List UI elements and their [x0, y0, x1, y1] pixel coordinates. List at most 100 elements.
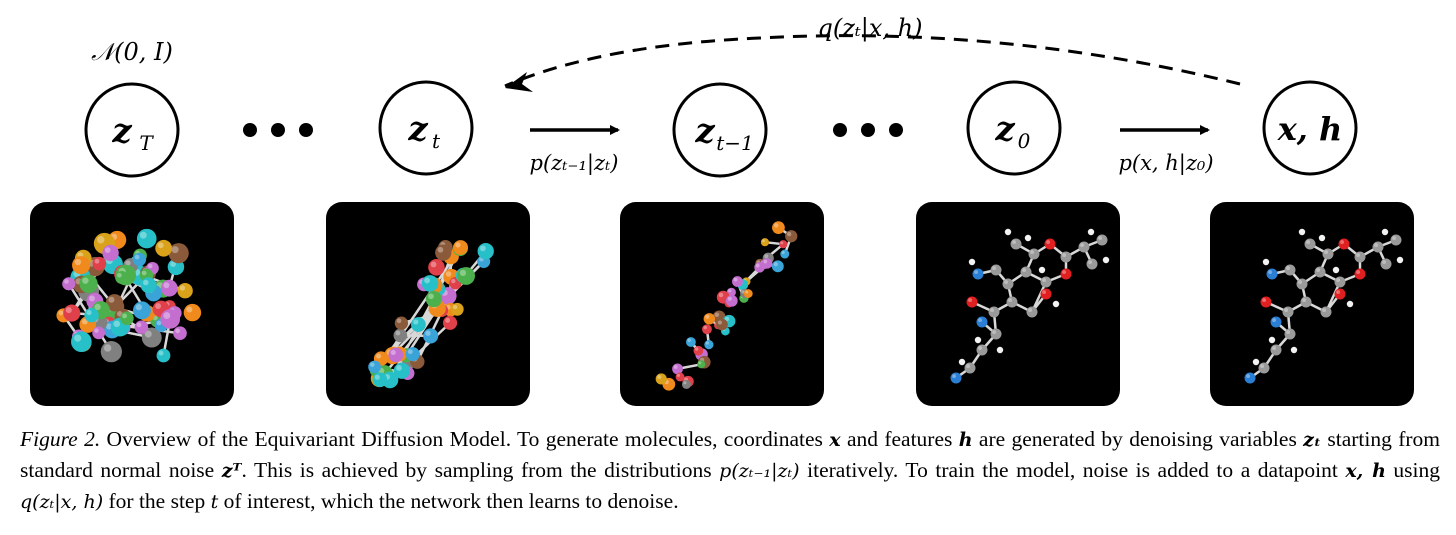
atom-highlight	[717, 320, 722, 325]
atom-highlight	[1004, 280, 1008, 284]
noisy-atom	[393, 328, 408, 343]
hydrogen-atom	[1298, 228, 1306, 236]
atom-highlight	[978, 346, 982, 350]
atom-highlight	[1042, 278, 1046, 282]
hydrogen-atom	[996, 346, 1004, 354]
noisy-atom	[156, 348, 171, 363]
molecule-panel-zt-minus-1	[620, 202, 824, 406]
atom-highlight	[763, 259, 768, 264]
carbon-atom	[964, 362, 976, 374]
atom-highlight	[975, 337, 978, 340]
atom-highlight	[1088, 260, 1092, 264]
atom-highlight	[81, 318, 88, 325]
atom-highlight	[156, 320, 162, 326]
carbon-atom	[1258, 362, 1270, 374]
noisy-atom	[84, 307, 99, 323]
atom-highlight	[407, 349, 413, 355]
carbon-atom	[1020, 266, 1032, 278]
atom-highlight	[1382, 260, 1386, 264]
node-z0-subscript: 0	[1018, 129, 1031, 153]
atom-highlight	[781, 250, 785, 255]
noisy-atom	[411, 317, 426, 332]
atom-highlight	[94, 303, 101, 311]
ellipsis-dots-2	[833, 123, 903, 137]
noisy-atom	[132, 301, 151, 320]
caption-text: and features	[840, 427, 959, 451]
noisy-atom	[115, 271, 129, 285]
atom-highlight	[413, 319, 419, 325]
noisy-atom	[100, 341, 122, 363]
noisy-atom	[681, 379, 691, 389]
atom-highlight	[773, 262, 778, 267]
noisy-atom	[702, 324, 712, 335]
caption-text: Overview of the Equivariant Diffusion Mo…	[100, 427, 830, 451]
atom-highlight	[780, 241, 784, 245]
nitrogen-atom	[950, 372, 962, 384]
atom-highlight	[1291, 347, 1294, 350]
prior-label: 𝒩(0, I)	[91, 38, 173, 66]
atom-highlight	[687, 338, 691, 343]
atom-highlight	[1306, 240, 1310, 244]
noisy-atom	[675, 372, 685, 382]
noisy-atom	[177, 283, 193, 299]
atom-highlight	[105, 323, 113, 330]
atom-highlight	[762, 239, 765, 243]
caption-text: are generated by denoising variables	[972, 427, 1304, 451]
node-z0-label: z	[994, 109, 1015, 149]
carbon-atom	[1284, 328, 1296, 340]
carbon-atom	[1096, 234, 1108, 246]
hydrogen-atom	[1252, 358, 1260, 366]
forward-process-label: q(zₜ|x, h)	[818, 14, 923, 43]
atom-highlight	[94, 328, 99, 333]
atom-highlight	[134, 254, 140, 260]
figure-caption: Figure 2. Overview of the Equivariant Di…	[20, 424, 1440, 517]
carbon-atom	[990, 264, 1002, 276]
carbon-atom	[1354, 251, 1366, 263]
noisy-atom	[132, 252, 147, 267]
noisy-atom	[79, 274, 98, 293]
atom-highlight	[452, 304, 458, 310]
ellipsis-dots-1	[243, 123, 313, 137]
atom-highlight	[705, 314, 710, 319]
figure-label: Figure 2.	[20, 427, 101, 451]
noisy-atom	[62, 277, 76, 291]
atom-highlight	[1316, 268, 1320, 272]
atom-highlight	[1284, 308, 1288, 312]
caption-math-x: x	[829, 429, 841, 451]
atom-highlight	[163, 282, 170, 289]
carbon-atom	[1060, 251, 1072, 263]
noisy-atom	[743, 289, 753, 298]
atom-highlight	[974, 270, 978, 274]
carbon-atom	[1390, 234, 1402, 246]
caption-math-pdist: p(zₜ₋₁|zₜ)	[719, 460, 800, 482]
atom-highlight	[158, 350, 164, 356]
atom-highlight	[966, 364, 970, 368]
carbon-atom	[1334, 276, 1346, 288]
node-zt-label: z	[407, 109, 428, 149]
noisy-atom	[693, 345, 704, 356]
hydrogen-atom	[1004, 228, 1012, 236]
noisy-atom	[703, 313, 716, 325]
carbon-atom	[1086, 258, 1098, 270]
caption-math-xh: x, h	[1345, 460, 1386, 482]
atom-highlight	[1025, 235, 1028, 238]
atom-highlight	[1286, 330, 1290, 334]
atom-highlight	[171, 246, 179, 254]
noisy-atom	[141, 327, 162, 348]
atom-highlight	[64, 279, 69, 284]
atom-highlight	[65, 307, 72, 314]
hydrogen-atom	[1102, 256, 1110, 264]
oxygen-atom	[1044, 238, 1056, 250]
decode-label: p(x, h|z₀)	[1118, 151, 1213, 176]
noisy-atom	[388, 347, 404, 363]
hydrogen-atom	[1346, 300, 1354, 308]
atom-highlight	[676, 373, 681, 377]
oxygen-atom	[1338, 238, 1350, 250]
atom-highlight	[1268, 270, 1272, 274]
atom-highlight	[179, 285, 186, 291]
atom-highlight	[430, 261, 437, 268]
oxygen-atom	[1260, 296, 1272, 308]
noisy-atom	[63, 304, 81, 322]
carbon-atom	[1320, 306, 1332, 318]
atom-highlight	[745, 290, 749, 294]
